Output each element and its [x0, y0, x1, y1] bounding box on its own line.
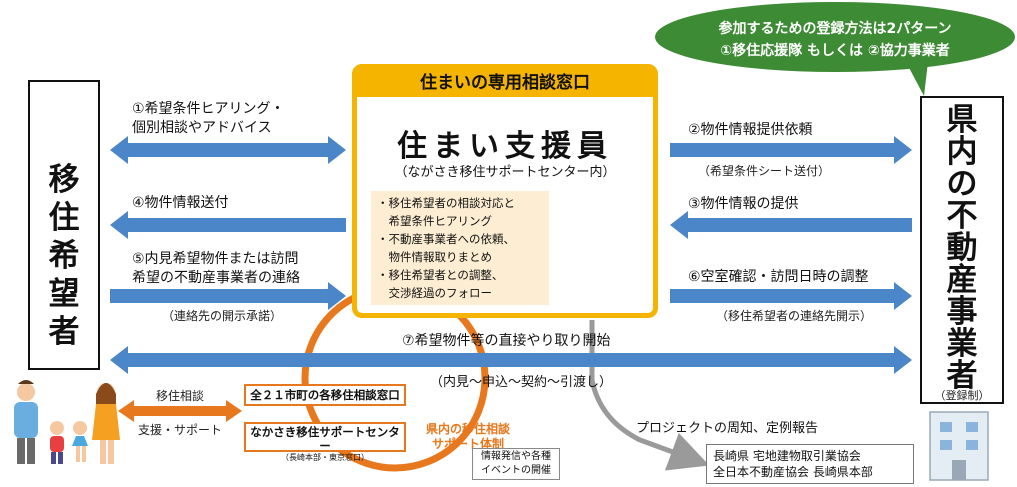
- duty-line: ・移住希望者との調整、: [377, 268, 504, 282]
- support-label: 支援・サポート: [138, 423, 223, 437]
- associations-box: 長崎県 宅地建物取引業協会 全日本不動産協会 長崎県本部: [706, 444, 914, 484]
- arrow-6-label: ⑥空室確認・訪問日時の調整: [688, 269, 869, 285]
- realestate-box: 県 内 の 不 動 産 事 業 者 （登録制）: [920, 96, 1004, 404]
- report-connector: [589, 320, 710, 471]
- association-1: 長崎県 宅地建物取引業協会: [713, 449, 861, 463]
- bubble-tail: [906, 62, 928, 96]
- migrant-char: 住: [48, 200, 80, 236]
- arrow-5: [110, 282, 346, 310]
- arrow-4-label: ④物件情報送付: [132, 195, 229, 211]
- duty-line: 希望条件ヒアリング: [377, 214, 492, 228]
- realestate-char: 動: [946, 230, 978, 266]
- arrow-5-label-line1: ⑤内見希望物件または訪問: [132, 251, 299, 267]
- panel-title: 住まい支援員: [397, 129, 613, 164]
- panel-subtitle: （ながさき移住サポートセンター内）: [394, 165, 616, 180]
- support-center-box: なかさき移住サポートセンター （長崎本部・東京窓口）: [244, 422, 406, 462]
- bubble-line-2: ①移住応援隊 もしくは ②協力事業者: [720, 43, 950, 59]
- duty-line: 交渉経過のフォロー: [377, 286, 492, 300]
- arrow-1-label-line2: 個別相談やアドバイス: [132, 120, 272, 136]
- building-icon: [929, 411, 989, 481]
- migrant-char: 移: [48, 162, 80, 198]
- realestate-char: 内: [946, 134, 978, 170]
- report-label: プロジェクトの周知、定例報告: [636, 421, 819, 436]
- association-2: 全日本不動産協会 長崎県本部: [713, 465, 873, 479]
- arrow-1: [110, 136, 346, 164]
- arrow-4: [110, 211, 346, 239]
- panel-header: 住まいの専用相談窓口: [357, 69, 653, 97]
- duties-list: ・移住希望者の相談対応と 希望条件ヒアリング ・不動産事業者への依頼、 物件情報…: [371, 191, 549, 305]
- support-system-label: 県内の移住相談 サポート体制: [414, 422, 522, 452]
- arrow-7: [110, 346, 912, 374]
- support-system-line-1: 県内の移住相談: [425, 422, 510, 436]
- arrow-6-note: （移住希望者の連絡先開示）: [716, 309, 873, 323]
- migrant-char: 希: [48, 238, 80, 274]
- consult-label: 移住相談: [156, 389, 205, 403]
- arrow-7-label: ⑦希望物件等の直接やり取り開始: [402, 333, 611, 349]
- duty-line: ・不動産事業者への依頼、: [377, 232, 515, 246]
- migrant-box: 移 住 希 望 者: [28, 80, 100, 370]
- arrow-5-note: （連絡先の開示承諾）: [162, 309, 283, 323]
- events-line-2: イベントの開催: [481, 465, 551, 476]
- arrow-3-label: ③物件情報の提供: [688, 196, 799, 212]
- duty-line: ・移住希望者の相談対応と: [377, 196, 515, 210]
- realestate-char: 業: [946, 326, 978, 362]
- realestate-char: 産: [946, 262, 978, 298]
- registration-note: （登録制）: [934, 389, 990, 402]
- municipal-windows-label: 全２１市町の各移住相談窓口: [250, 388, 400, 402]
- support-center-label: なかさき移住サポートセンター: [250, 425, 400, 453]
- realestate-char: 者: [946, 358, 978, 394]
- realestate-char: の: [946, 166, 978, 202]
- migrant-char: 者: [48, 314, 80, 350]
- arrow-5-label-line2: 希望の不動産事業者の連絡: [132, 270, 300, 286]
- arrow-2-note: （希望条件シート送付）: [698, 164, 831, 178]
- municipal-windows-box: 全２１市町の各移住相談窓口: [244, 384, 406, 406]
- arrow-2-label: ②物件情報提供依頼: [688, 122, 813, 138]
- housing-consultation-panel: 住まいの専用相談窓口 住まい支援員 （ながさき移住サポートセンター内） ・移住希…: [352, 64, 658, 318]
- arrow-3: [670, 211, 912, 239]
- consult-arrow: [118, 400, 242, 422]
- support-system-line-2: サポート体制: [431, 437, 504, 451]
- family-figures: [14, 380, 120, 464]
- realestate-char: 県: [946, 102, 978, 138]
- events-line-1: 情報発信や各種: [481, 451, 551, 462]
- arrow-7-note: （内見～申込～契約～引渡し）: [430, 375, 613, 390]
- migrant-char: 望: [48, 276, 80, 312]
- realestate-char: 不: [946, 198, 978, 234]
- bubble-line-1: 参加するための登録方法は2パターン: [718, 21, 952, 37]
- registration-bubble: 参加するための登録方法は2パターン ①移住応援隊 もしくは ②協力事業者: [655, 2, 1015, 72]
- duty-line: 物件情報取りまとめ: [377, 250, 492, 264]
- realestate-char: 事: [946, 294, 978, 330]
- support-center-sub: （長崎本部・東京窓口）: [281, 453, 369, 462]
- arrow-2: [670, 136, 912, 164]
- events-box: 情報発信や各種 イベントの開催: [472, 448, 560, 480]
- arrow-1-label-line1: ①希望条件ヒアリング・: [132, 101, 285, 117]
- arrow-6: [670, 282, 912, 310]
